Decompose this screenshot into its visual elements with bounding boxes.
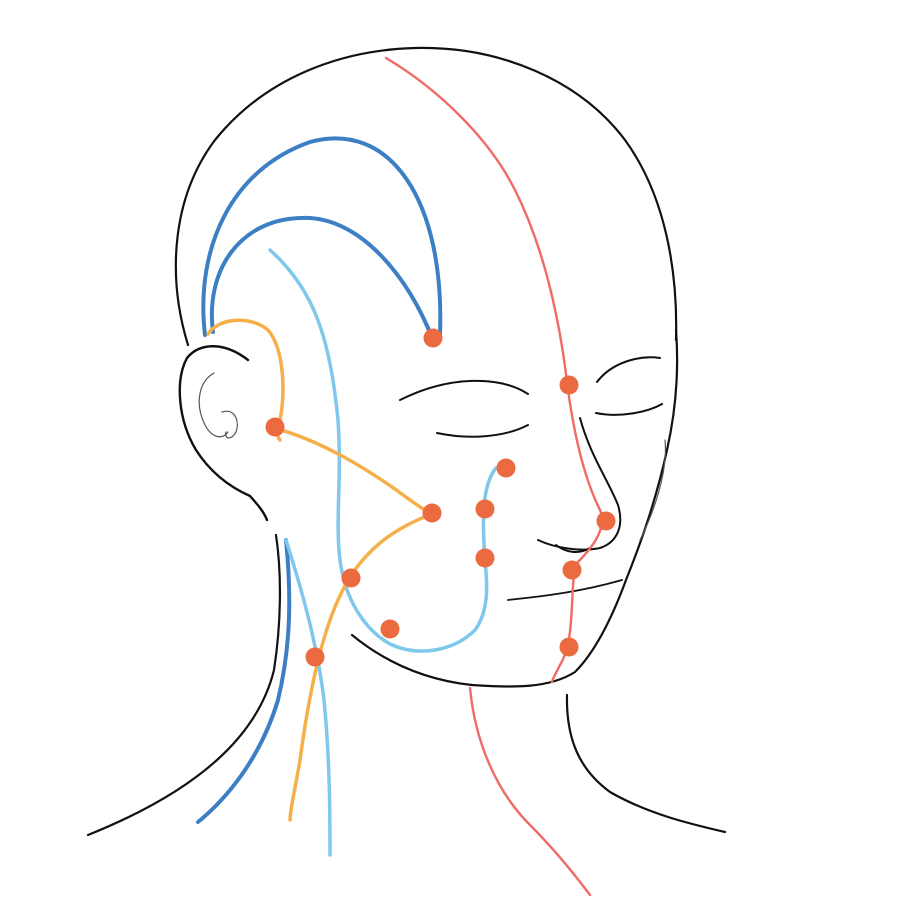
temple-to-chin-outline: [350, 328, 679, 688]
nostril: [555, 544, 591, 553]
mid-cheek-point: [475, 548, 495, 568]
nose: [537, 417, 622, 551]
ear-inner-curl: [221, 410, 238, 439]
acupoints: [265, 328, 616, 667]
meridian-light-blue: [268, 248, 498, 857]
skull-outline: [174, 46, 678, 347]
orange-cheekbone-to-neck: [288, 512, 434, 822]
mouth: [507, 579, 623, 601]
chin-point: [559, 637, 579, 657]
meridian-orange: [206, 318, 434, 822]
under-eye-point: [496, 458, 516, 478]
neck-point: [305, 647, 325, 667]
upper-lip-point: [562, 560, 582, 580]
nostril-point: [596, 511, 616, 531]
light-blue-neck-line: [284, 538, 332, 857]
ear-outline: [178, 345, 269, 522]
left-eye: [399, 379, 529, 401]
orange-ear-to-cheekbone: [272, 426, 434, 516]
dark-blue-neck-line: [196, 538, 292, 824]
forehead-point: [423, 328, 443, 348]
meridian-dark-blue: [196, 136, 443, 824]
upper-cheek-point: [475, 499, 495, 519]
right-eye: [596, 356, 661, 383]
cheek-line: [639, 439, 667, 541]
light-blue-temple-line: [268, 248, 498, 653]
neck-back-outline: [86, 533, 282, 837]
jaw-lower-point: [380, 619, 400, 639]
head-outline: [86, 46, 727, 837]
red-midline: [384, 56, 603, 684]
meridian-red: [384, 56, 603, 897]
neck-front-outline: [565, 693, 727, 834]
ear-front-point: [265, 417, 285, 437]
ear-inner-fold: [198, 372, 229, 438]
red-neck-line: [468, 686, 592, 897]
left-eye-lash: [436, 424, 529, 438]
cheekbone-point: [422, 503, 442, 523]
dark-blue-outer-arc: [201, 136, 443, 337]
jaw-angle-point: [341, 568, 361, 588]
brow-center-point: [559, 375, 579, 395]
right-eye-lash: [595, 403, 663, 416]
dark-blue-inner-arc: [209, 215, 434, 340]
